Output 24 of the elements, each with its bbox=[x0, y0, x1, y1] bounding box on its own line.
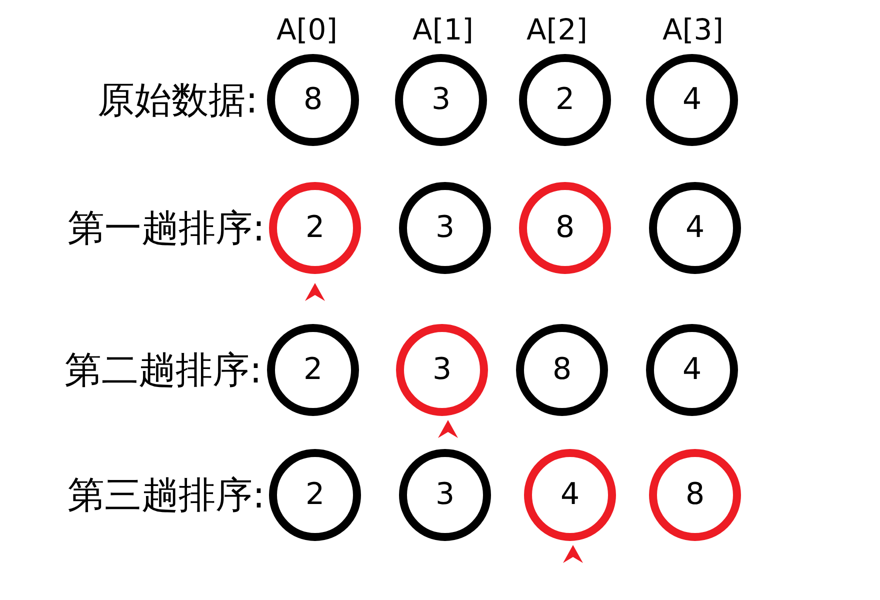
circle-number: 2 bbox=[305, 213, 325, 243]
circle-number: 8 bbox=[303, 85, 323, 115]
column-header: A[1] bbox=[412, 16, 474, 44]
circle-number: 4 bbox=[682, 85, 702, 115]
circle-number: 4 bbox=[685, 213, 705, 243]
circle-number: 2 bbox=[303, 355, 323, 385]
circle-number: 8 bbox=[555, 213, 575, 243]
row-label: 原始数据: bbox=[98, 82, 258, 118]
row-label: 第二趟排序: bbox=[64, 352, 262, 388]
circle-number: 3 bbox=[432, 355, 452, 385]
circle-number: 8 bbox=[552, 355, 572, 385]
circle-number: 3 bbox=[435, 480, 455, 510]
circle-number: 8 bbox=[685, 480, 705, 510]
circle-number: 4 bbox=[682, 355, 702, 385]
column-header: A[3] bbox=[662, 16, 724, 44]
circle-number: 3 bbox=[431, 85, 451, 115]
circle-number: 4 bbox=[560, 480, 580, 510]
circle-number: 2 bbox=[555, 85, 575, 115]
row-label: 第一趟排序: bbox=[68, 210, 265, 246]
row-label: 第三趟排序: bbox=[68, 476, 265, 514]
column-header: A[0] bbox=[276, 16, 338, 44]
circle-number: 2 bbox=[305, 480, 325, 510]
circle-number: 3 bbox=[435, 213, 455, 243]
column-header: A[2] bbox=[526, 16, 588, 44]
